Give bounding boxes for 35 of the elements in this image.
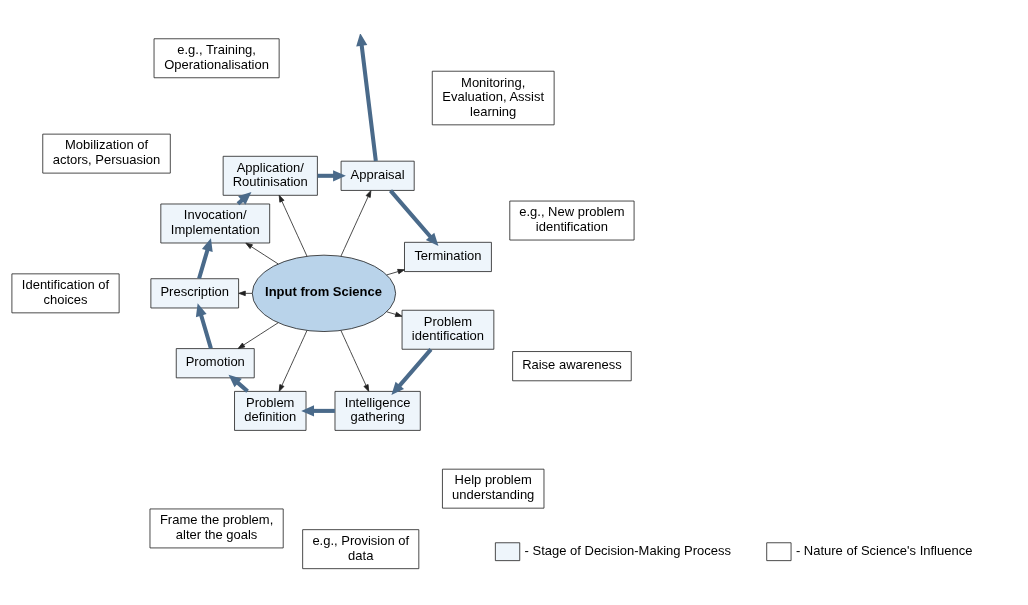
node-box: e.g., New problem identification — [509, 200, 635, 240]
arrow — [389, 188, 439, 246]
node-box: Appraisal — [340, 160, 415, 191]
arrow — [340, 329, 370, 392]
arrow — [195, 302, 213, 349]
node-box: Frame the problem, alter the goals — [149, 508, 284, 548]
arrow — [340, 189, 372, 257]
node-box: Promotion — [175, 347, 255, 378]
node-box: Problem definition — [234, 390, 307, 431]
arrow — [386, 310, 403, 317]
node-box: e.g., Training, Operationalisation — [153, 37, 280, 78]
node-box: Help problem understanding — [442, 468, 545, 509]
arrow — [278, 329, 308, 392]
node-box: Intelligence gathering — [334, 390, 421, 431]
node-box: Monitoring, Evaluation, Assist learning — [431, 70, 555, 125]
arrow — [238, 290, 253, 296]
node-box: Identification of choices — [11, 272, 120, 313]
arrow — [197, 237, 213, 279]
node-box: Prescription — [150, 277, 239, 308]
arrow — [278, 194, 308, 257]
arrow — [391, 347, 433, 395]
node-box: Problem identification — [401, 309, 495, 350]
legend-label: - Nature of Science's Influence — [795, 542, 973, 558]
node-box: Invocation/ Implementation — [160, 203, 271, 243]
legend-label: - Stage of Decision-Making Process — [524, 542, 732, 558]
node-box: e.g., Provision of data — [302, 528, 420, 569]
arrow — [386, 268, 405, 275]
arrow — [301, 404, 335, 416]
arrow — [245, 242, 279, 264]
node-box: Termination — [404, 241, 492, 272]
arrow — [237, 321, 279, 349]
node-box: Mobilization of actors, Persuasion — [42, 133, 171, 174]
arrow — [356, 33, 378, 161]
node-box: Raise awareness — [512, 350, 632, 381]
node-box: Application/ Routinisation — [222, 155, 318, 196]
